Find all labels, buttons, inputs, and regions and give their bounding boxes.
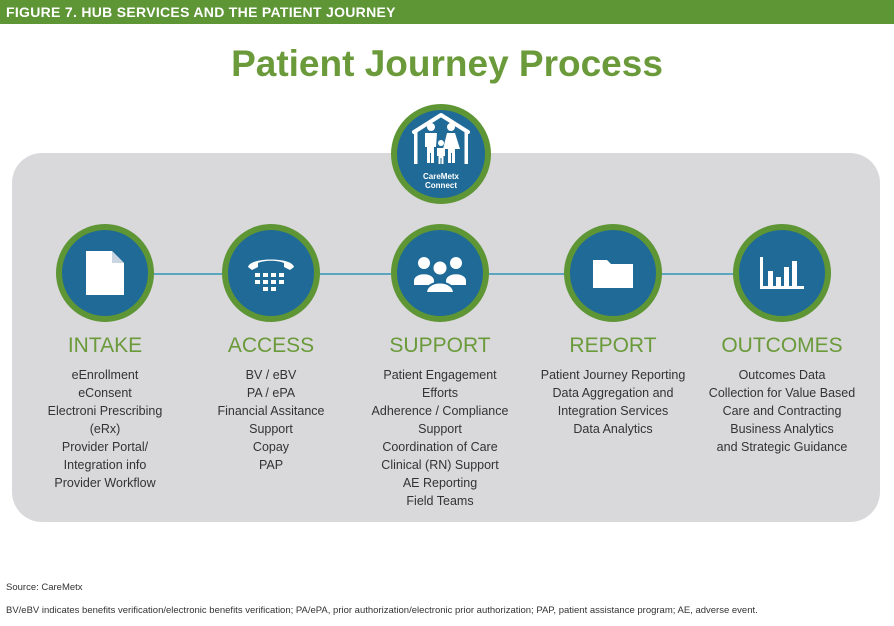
list-item: Support	[249, 422, 293, 436]
figure-header: FIGURE 7. HUB SERVICES AND THE PATIENT J…	[0, 0, 894, 24]
list-item: Outcomes Data	[738, 368, 826, 382]
list-item: Support	[418, 422, 462, 436]
stage-title-intake: INTAKE	[67, 334, 143, 357]
list-item: Integration info	[63, 458, 147, 472]
list-item: Clinical (RN) Support	[381, 458, 499, 472]
list-item: eConsent	[78, 386, 132, 400]
support-circle	[391, 224, 489, 322]
list-item: Provider Workflow	[54, 476, 156, 490]
outcomes-circle	[733, 224, 831, 322]
list-item: PAP	[258, 458, 284, 472]
family-house-icon	[412, 113, 470, 164]
list-item: BV / eBV	[245, 368, 297, 382]
folder-icon	[593, 260, 633, 288]
hub-circle: CareMetx Connect	[391, 104, 491, 204]
stage-title-access: ACCESS	[227, 334, 315, 357]
hub-label-line1: CareMetx	[422, 172, 459, 181]
list-item: Adherence / Compliance	[371, 404, 509, 418]
stage-items-intake: eEnrollment eConsent Electroni Prescribi…	[15, 366, 195, 492]
list-item: Coordination of Care	[382, 440, 498, 454]
stage-title-report: REPORT	[569, 334, 657, 357]
list-item: Field Teams	[406, 494, 474, 508]
stage-items-support: Patient Engagement Efforts Adherence / C…	[350, 366, 530, 510]
stage-items-report: Patient Journey Reporting Data Aggregati…	[523, 366, 703, 438]
telephone-icon	[248, 259, 294, 291]
intake-circle	[56, 224, 154, 322]
list-item: Business Analytics	[730, 422, 834, 436]
list-item: Copay	[252, 440, 290, 454]
list-item: Patient Journey Reporting	[540, 368, 686, 382]
report-circle	[564, 224, 662, 322]
list-item: Data Analytics	[573, 422, 653, 436]
access-circle	[222, 224, 320, 322]
hub-label-line2: Connect	[425, 181, 457, 190]
document-icon	[86, 251, 124, 295]
stage-title-support: SUPPORT	[389, 334, 491, 357]
list-item: Integration Services	[557, 404, 669, 418]
list-item: (eRx)	[89, 422, 121, 436]
footnote: BV/eBV indicates benefits verification/e…	[6, 605, 758, 616]
list-item: and Strategic Guidance	[716, 440, 848, 454]
list-item: Financial Assitance	[217, 404, 325, 418]
source-note: Source: CareMetx	[6, 582, 83, 593]
process-panel	[12, 153, 880, 522]
list-item: eEnrollment	[71, 368, 139, 382]
list-item: Data Aggregation and	[552, 386, 674, 400]
list-item: Provider Portal/	[61, 440, 149, 454]
page-title: Patient Journey Process	[231, 43, 663, 84]
list-item: PA / ePA	[246, 386, 296, 400]
bar-chart-icon	[760, 257, 804, 289]
list-item: AE Reporting	[402, 476, 478, 490]
people-group-icon	[414, 257, 466, 294]
list-item: Care and Contracting	[722, 404, 842, 418]
stage-items-access: BV / eBV PA / ePA Financial Assitance Su…	[181, 366, 361, 474]
list-item: Efforts	[422, 386, 458, 400]
list-item: Electroni Prescribing	[47, 404, 163, 418]
list-item: Collection for Value Based	[708, 386, 856, 400]
list-item: Patient Engagement	[383, 368, 497, 382]
stage-items-outcomes: Outcomes Data Collection for Value Based…	[692, 366, 872, 456]
stage-title-outcomes: OUTCOMES	[721, 334, 843, 357]
